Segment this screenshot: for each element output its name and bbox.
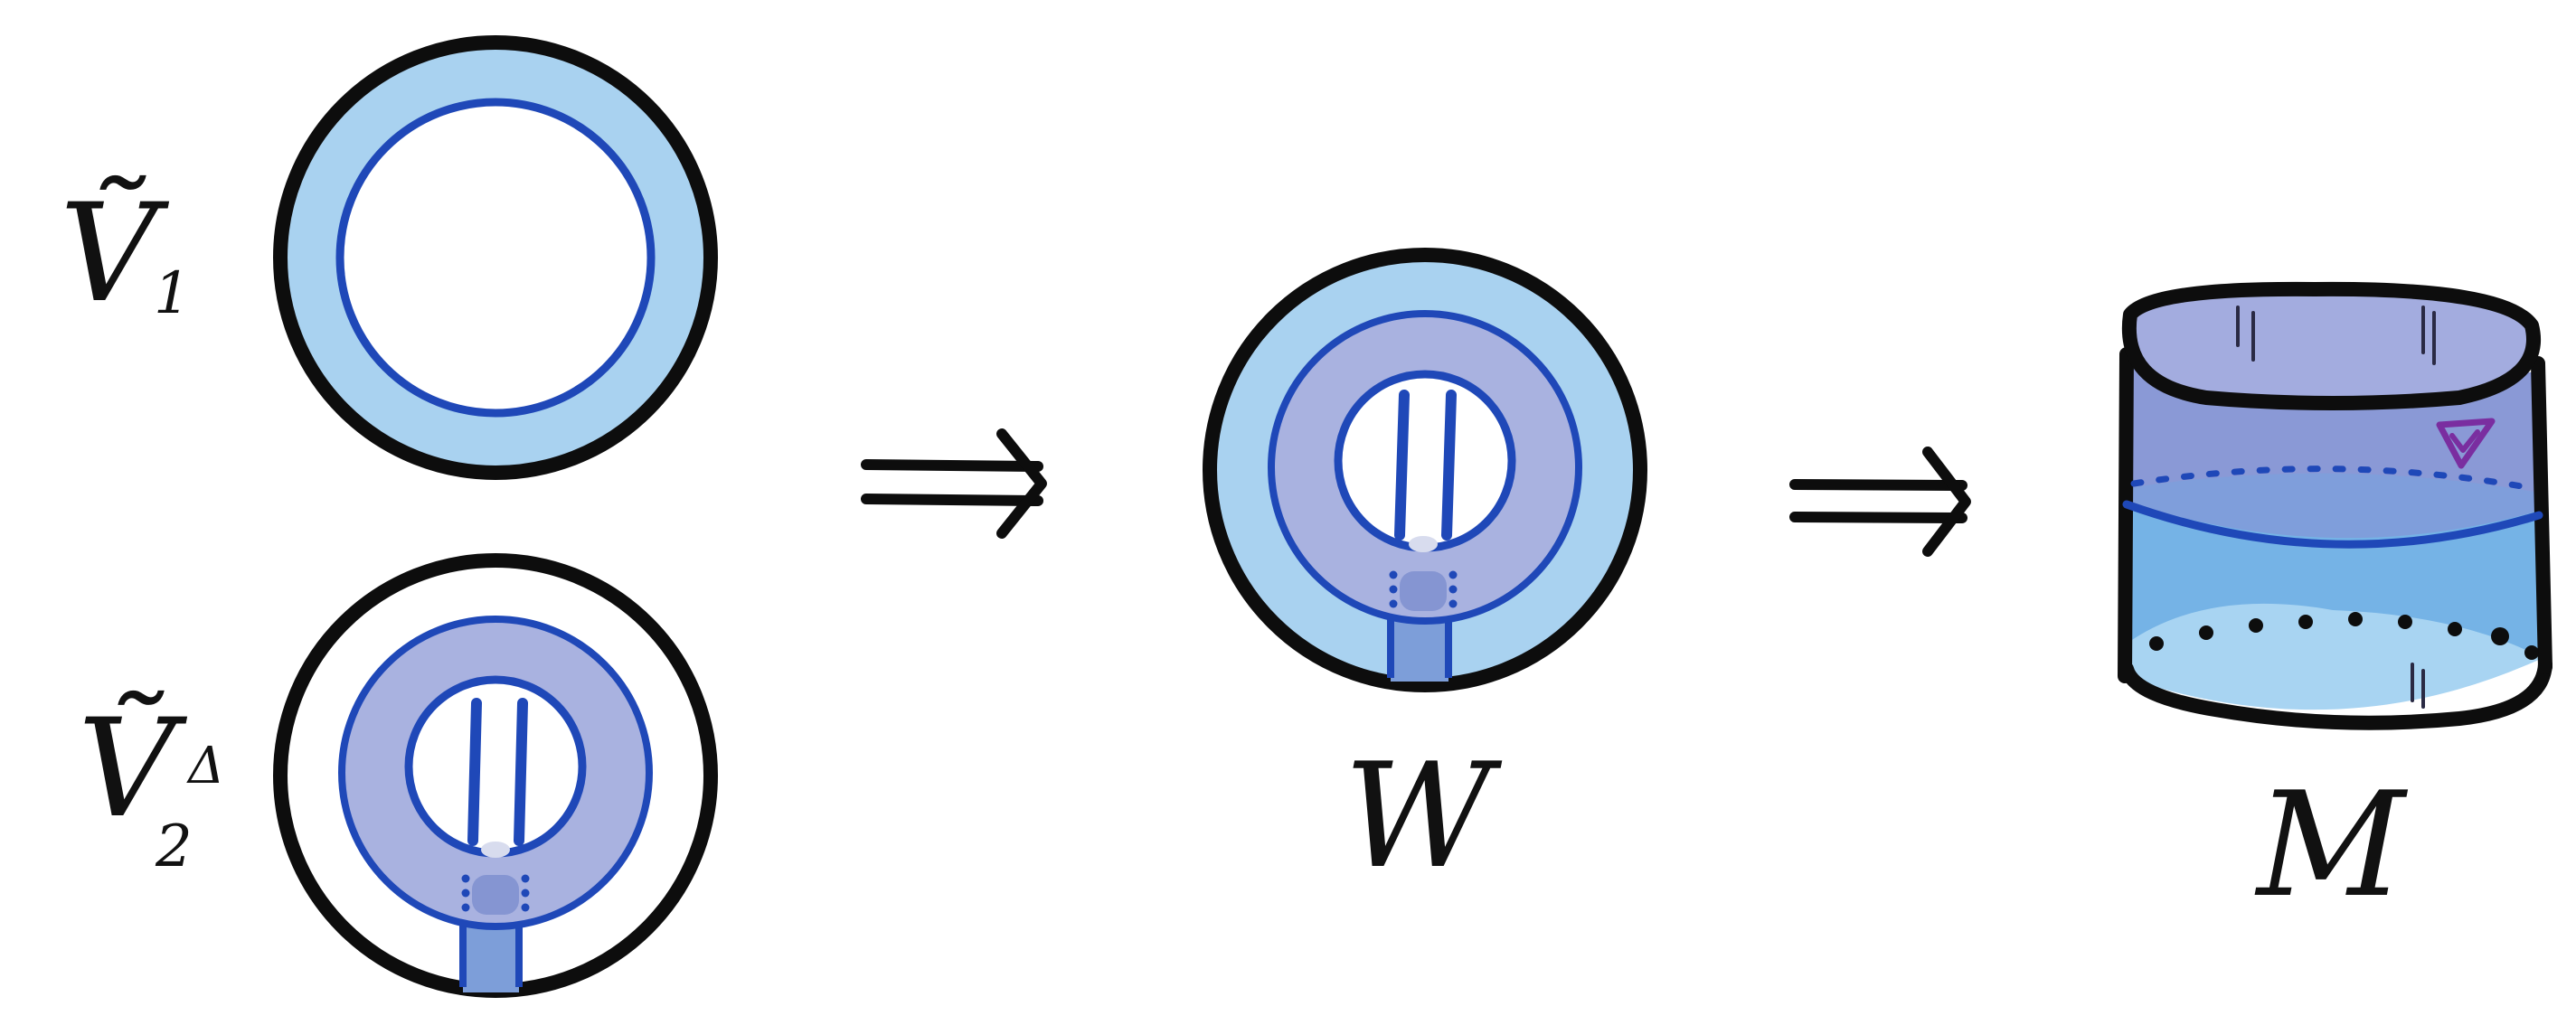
disk-w-neck-dots-right: [1448, 570, 1458, 608]
cylinder-dotted-curve-lower: [2149, 612, 2539, 660]
cylinder-bottom-ticks: [2411, 663, 2425, 709]
disk-v2-cut-left: [467, 698, 482, 846]
cylinder-bottom-region: [2127, 603, 2543, 710]
disk-v1: [273, 35, 718, 480]
cylinder-top-ticks: [2236, 306, 2436, 365]
disk-v2-neck-highlight: [481, 842, 510, 858]
cylinder-middle-band: [2127, 473, 2539, 545]
purple-check-mark: [2449, 429, 2480, 453]
disk-w-cut-left: [1394, 390, 1410, 541]
disk-w-cut-right: [1441, 390, 1457, 541]
label-v2: Ṽ: [78, 690, 188, 848]
disk-w-neck-patch: [1400, 571, 1447, 611]
disk-v2-hole: [404, 675, 587, 858]
disk-w-neck-dots-left: [1389, 570, 1398, 608]
disk-w-hole: [1334, 370, 1516, 552]
disk-v1-inner-boundary: [335, 98, 656, 418]
implies-arrow-1: [861, 428, 1047, 539]
disk-v2: [273, 553, 718, 998]
disk-w: [1203, 248, 1647, 692]
disk-v2-neck-dots-left: [461, 874, 470, 912]
label-v1-subscript: 1: [154, 260, 191, 327]
disk-v2-neck-dots-right: [521, 874, 530, 912]
label-v2-subscript: 2: [155, 813, 193, 880]
cylinder-bottom-rim: [2119, 657, 2552, 730]
disk-v2-cut-right: [514, 698, 528, 846]
cylinder-left-wall: [2118, 347, 2134, 683]
disk-w-neck-highlight: [1409, 536, 1438, 552]
cylinder-solid-curve: [2122, 500, 2543, 549]
label-m: M: [2254, 760, 2409, 929]
cylinder-dotted-curve-upper: [2130, 465, 2535, 492]
cylinder-m: [2118, 281, 2552, 730]
label-v2-superscript: Δ: [186, 737, 224, 795]
implies-arrow-2: [1789, 447, 1971, 557]
purple-triangle-marker: [2436, 418, 2496, 469]
cylinder-top: [2121, 281, 2541, 410]
label-v1: Ṽ: [60, 174, 170, 333]
label-w: W: [1344, 731, 1503, 900]
disk-v2-neck-patch: [472, 875, 519, 915]
